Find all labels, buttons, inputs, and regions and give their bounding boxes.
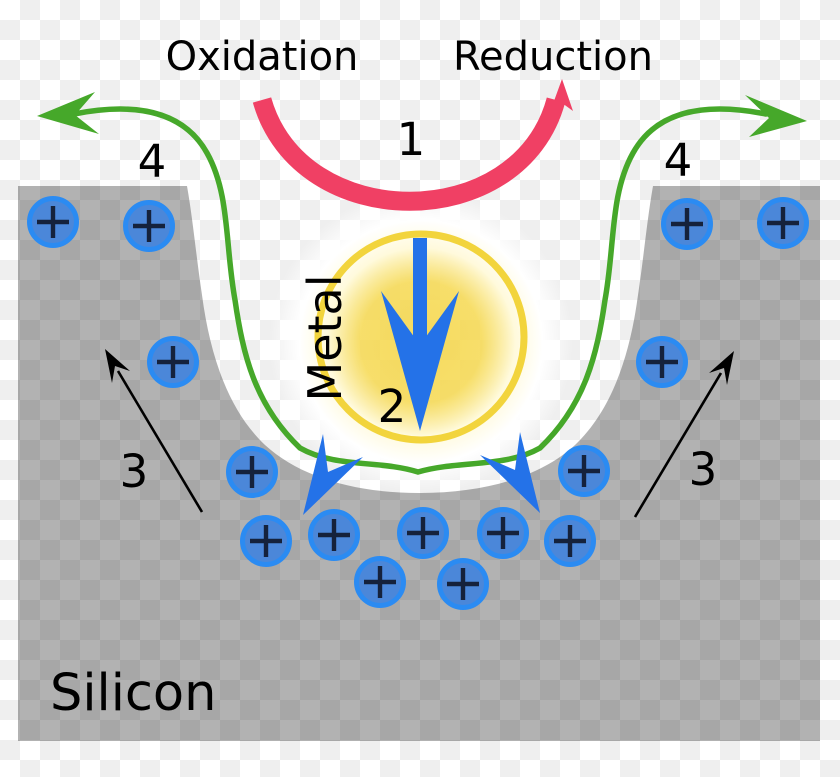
silicon-label: Silicon (50, 664, 216, 723)
step-2-label: 2 (378, 380, 407, 433)
hole-circle (636, 336, 688, 388)
hole-circle (27, 196, 79, 248)
hole-injection-arrow-right (480, 432, 540, 513)
step-3-left-label: 3 (120, 445, 149, 498)
hole-circle (147, 336, 199, 388)
metal-label: Metal (298, 275, 352, 402)
hole-carriers-group (27, 196, 809, 610)
step-1-label: 1 (397, 113, 426, 166)
hole-circle (123, 200, 175, 252)
mass-transport-arrowhead-right-icon (745, 95, 807, 137)
redox-arrowhead-icon (550, 79, 573, 112)
metal-particle-ring (314, 230, 528, 444)
hole-circle (354, 556, 406, 608)
mass-transport-arrowhead-left-icon (37, 92, 99, 134)
hole-circle (558, 445, 610, 497)
hole-circle (397, 507, 449, 559)
hole-circle (477, 507, 529, 559)
step-3-right-label: 3 (689, 443, 718, 496)
hole-circle (240, 515, 292, 567)
mass-transport-path (71, 106, 769, 475)
hole-diffusion-arrow-left (105, 349, 204, 513)
oxidation-label: Oxidation (166, 34, 359, 80)
reduction-label: Reduction (453, 34, 653, 80)
hole-circle (757, 197, 809, 249)
hole-circle (437, 558, 489, 610)
hole-injection-arrow-left (303, 434, 363, 515)
metal-descent-arrow (381, 238, 459, 431)
redox-arc-arrow (252, 97, 566, 211)
hole-circle (661, 198, 713, 250)
silicon-substrate (18, 186, 820, 741)
hole-diffusion-arrow-right (633, 351, 734, 518)
step-4-left-label: 4 (138, 135, 167, 188)
hole-circle (308, 509, 360, 561)
hole-circle (544, 515, 596, 567)
hole-circle (226, 446, 278, 498)
step-4-right-label: 4 (664, 134, 693, 187)
